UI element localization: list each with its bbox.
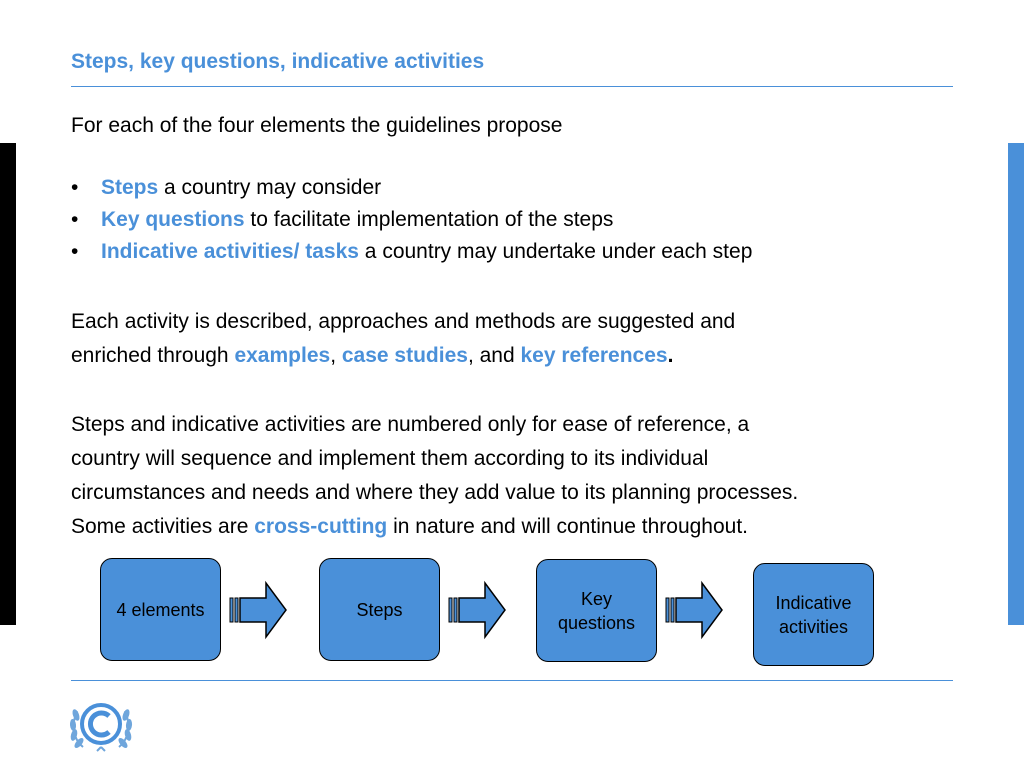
bullet-item-indicative-activities: • Indicative activities/ tasks a country … [71,239,752,271]
paragraph-line: country will sequence and implement them… [71,447,709,470]
bullet-marker: • [71,240,79,263]
striped-right-arrow-icon [665,580,723,640]
striped-right-arrow-icon [448,580,506,640]
title-divider [71,86,953,87]
paragraph-text: in nature and will continue throughout. [387,515,749,538]
flow-box-label: activities [778,616,848,637]
separator-text: , and [467,344,521,367]
flow-box-4-elements: 4 elements [100,558,221,661]
examples-highlight: examples [234,344,331,367]
key-references-highlight: key references [520,344,668,367]
footer-divider [71,680,953,681]
activity-description-paragraph: Each activity is described, approaches a… [71,305,735,373]
striped-right-arrow-icon [229,580,287,640]
left-accent-bar [0,143,16,625]
flow-box-label: questions [557,612,636,633]
paragraph-line: circumstances and needs and where they a… [71,481,799,504]
bullet-marker: • [71,176,79,199]
element-bullet-list: • Steps a country may consider • Key quest… [71,175,752,271]
paragraph-text: Some activities are [71,515,255,538]
flow-box-key-questions: Key questions [536,559,657,662]
intro-text: For each of the four elements the guidel… [71,114,563,137]
flow-box-indicative-activities: Indicative activities [753,563,874,666]
slide-title: Steps, key questions, indicative activit… [71,50,485,73]
period-text: . [667,344,674,367]
sequencing-paragraph: Steps and indicative activities are numb… [71,408,798,544]
flow-box-steps: Steps [319,558,440,661]
bullet-highlight: Indicative activities/ tasks [101,240,359,263]
paragraph-line: Steps and indicative activities are numb… [71,413,750,436]
case-studies-highlight: case studies [341,344,468,367]
unfccc-emblem-icon [69,703,133,752]
flow-box-label: Key [580,588,613,609]
bullet-item-key-questions: • Key questions to facilitate implementat… [71,207,752,239]
bullet-text: a country may consider [158,176,382,199]
flow-box-label: Steps [356,599,403,620]
bullet-item-steps: • Steps a country may consider [71,175,752,207]
bullet-highlight: Steps [101,176,159,199]
paragraph-line: Each activity is described, approaches a… [71,310,736,333]
bullet-highlight: Key questions [101,208,245,231]
separator-text: , [330,344,342,367]
bullet-text: a country may undertake under each step [358,240,753,263]
bullet-text: to facilitate implementation of the step… [244,208,614,231]
right-accent-bar [1008,143,1024,625]
flow-box-label: 4 elements [116,599,205,620]
bullet-marker: • [71,208,79,231]
paragraph-text: enriched through [71,344,235,367]
cross-cutting-highlight: cross-cutting [254,515,388,538]
flow-box-label: Indicative [775,592,852,613]
